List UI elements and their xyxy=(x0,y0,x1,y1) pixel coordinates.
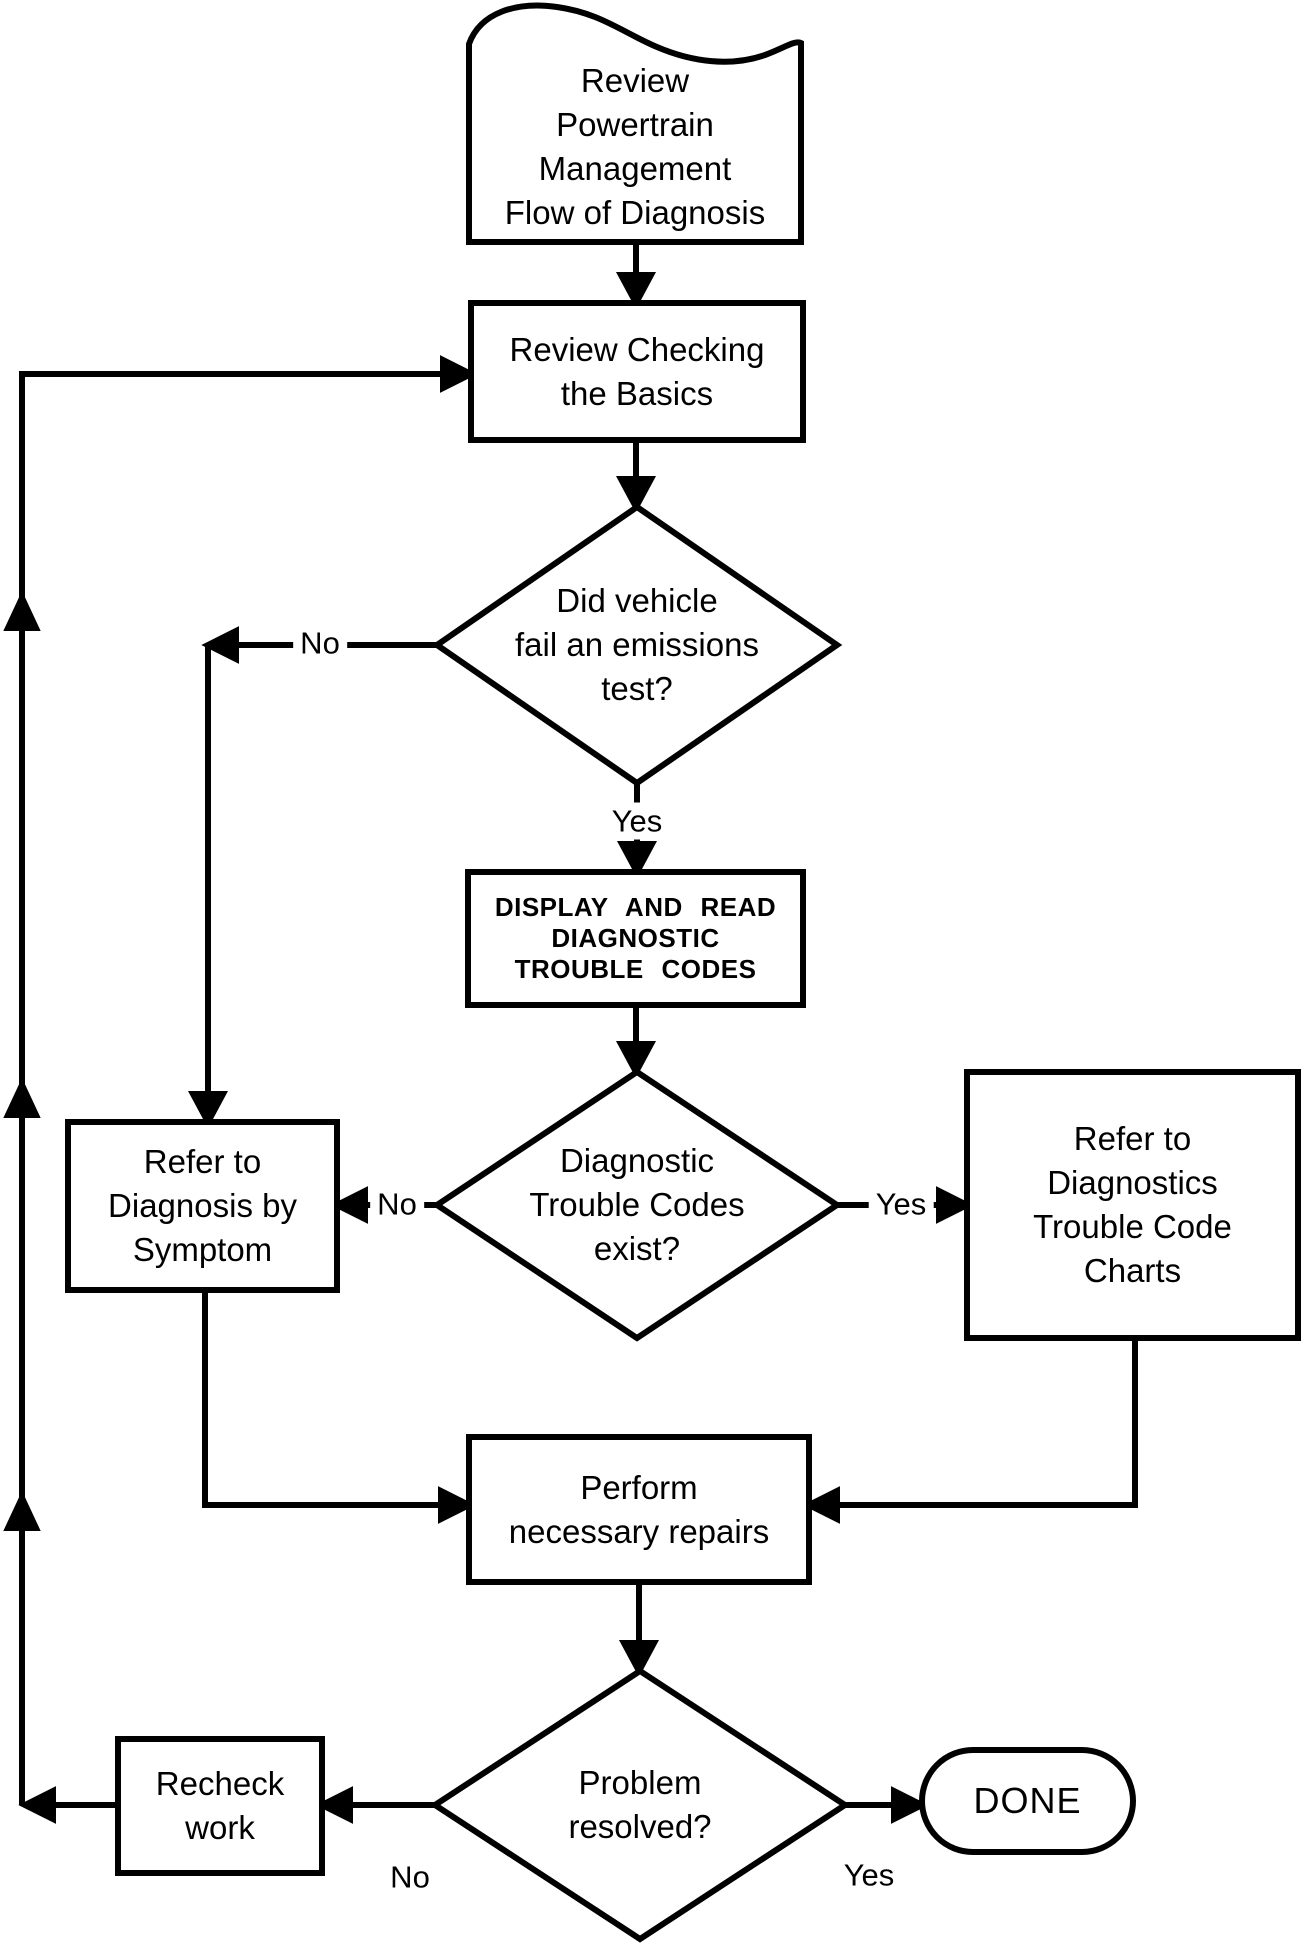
process-box-dtc-charts xyxy=(964,1069,1301,1341)
arrowhead-left-feedback-corner xyxy=(18,1786,56,1824)
process-box-recheck-work xyxy=(115,1736,325,1876)
connector-symptom-to-repairs xyxy=(202,1290,440,1508)
terminator-done xyxy=(919,1747,1136,1855)
arrowhead-up-feedback-2 xyxy=(3,1077,41,1118)
decision-diamond-codes-exist xyxy=(431,1068,843,1342)
arrowhead-down-symptom xyxy=(187,1091,229,1129)
arrowhead-down-resolved xyxy=(618,1640,660,1678)
connector-feedback-loop xyxy=(19,371,442,1805)
decision-diamond-emissions xyxy=(431,503,843,787)
arrowhead-down-emissions xyxy=(615,476,657,514)
arrowhead-up-feedback-1 xyxy=(3,590,41,631)
arrowhead-left-no-corner xyxy=(201,626,239,664)
arrowhead-left-repairs xyxy=(802,1486,840,1524)
process-box-review-basics xyxy=(468,300,806,443)
arrowhead-right-charts xyxy=(936,1186,974,1224)
arrowhead-down-codes xyxy=(615,1041,657,1079)
document-shape-start xyxy=(466,2,804,245)
process-box-display-codes xyxy=(465,869,806,1008)
connector-charts-to-repairs xyxy=(838,1338,1138,1508)
arrowhead-down-display xyxy=(616,841,658,879)
arrowhead-right-done xyxy=(891,1786,929,1824)
arrowhead-left-symptom xyxy=(330,1186,368,1224)
process-box-perform-repairs xyxy=(466,1434,812,1585)
decision-diamond-problem-resolved xyxy=(429,1667,851,1943)
arrowhead-up-feedback-3 xyxy=(3,1490,41,1531)
arrowhead-left-recheck xyxy=(315,1786,353,1824)
arrowhead-right-basics xyxy=(440,355,478,393)
process-box-diagnosis-by-symptom xyxy=(65,1119,340,1293)
arrowhead-down-basics xyxy=(615,272,657,310)
connectors xyxy=(3,242,1138,1824)
arrowhead-right-repairs xyxy=(438,1486,476,1524)
